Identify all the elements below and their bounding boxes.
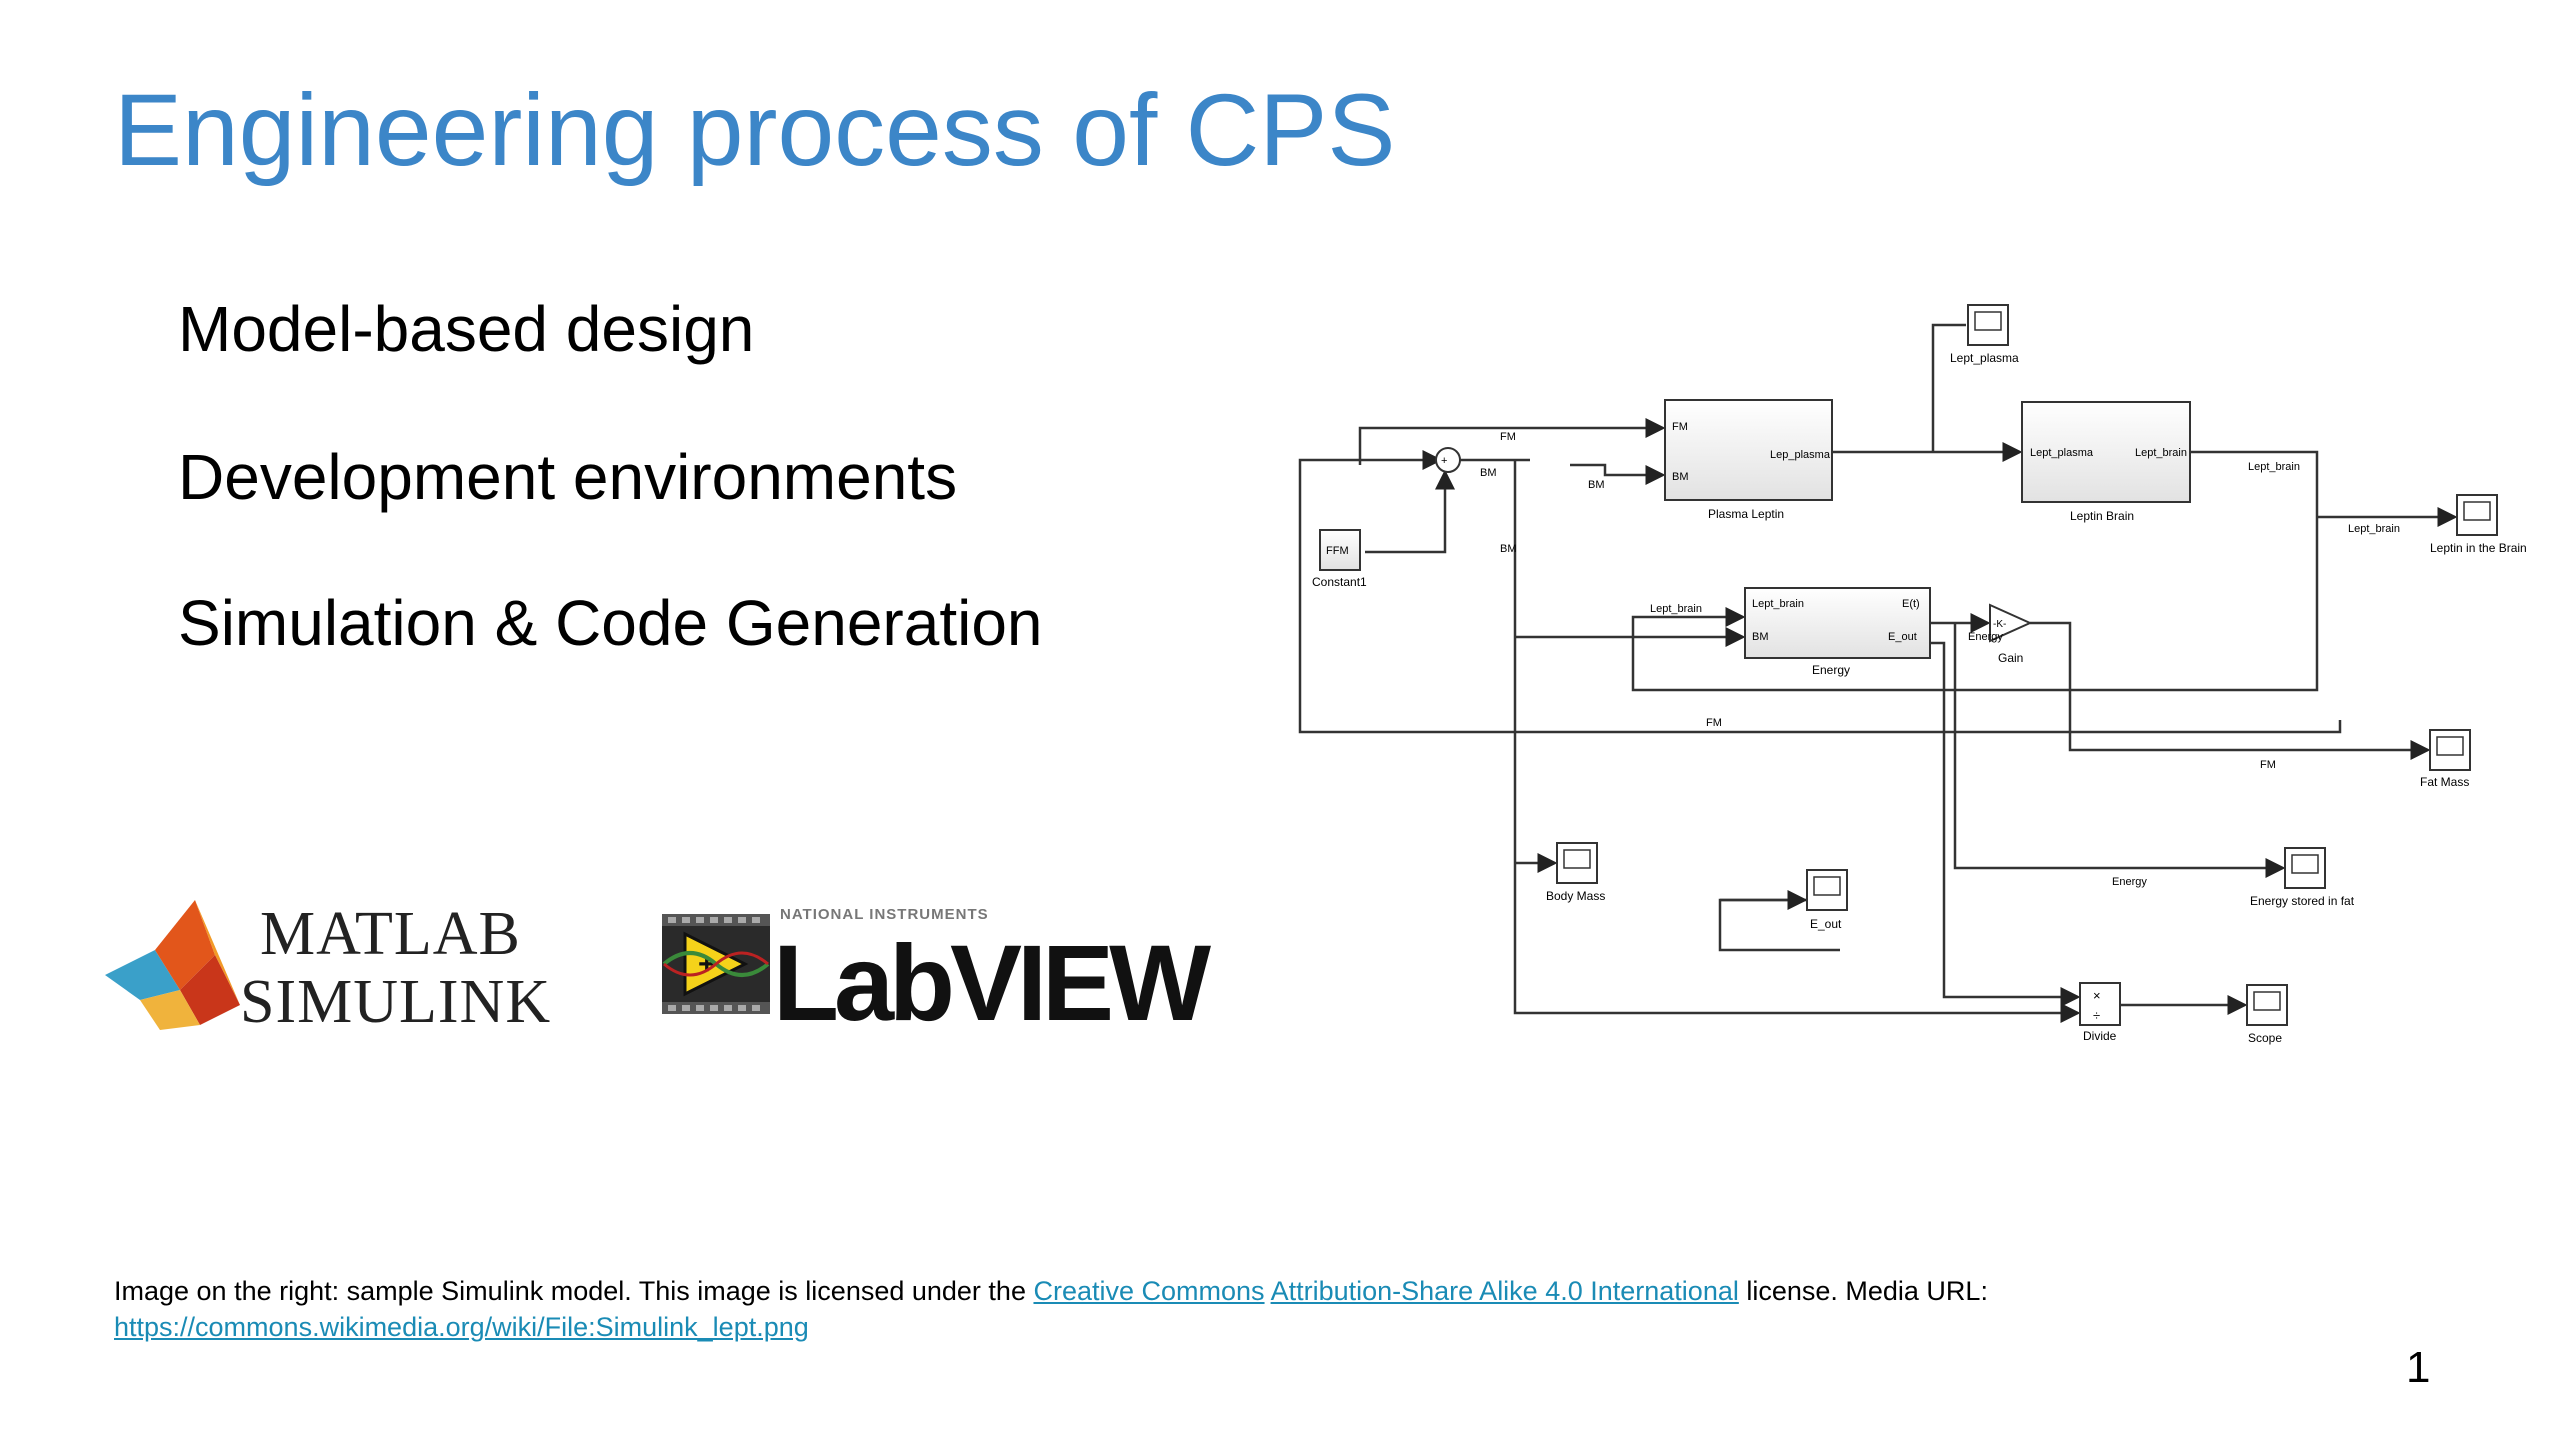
signal-fm-top (1358, 418, 1666, 465)
bullet-model-based-design: Model-based design (178, 293, 755, 365)
signal-label-bm: BM (1480, 467, 1497, 479)
scope-leptin-brain-label: Leptin in the Brain (2430, 541, 2527, 555)
port-e-out: E_out (1888, 631, 1917, 643)
svg-text:+: + (1441, 455, 1447, 467)
leptin-brain-block[interactable] (2021, 401, 2191, 503)
matlab-wordmark: MATLAB (260, 900, 521, 968)
scope-energy-fat-label: Energy stored in fat (2250, 894, 2355, 908)
signal-bm-trunk (1513, 460, 2081, 1023)
leptin-brain-label: Leptin Brain (2070, 509, 2134, 523)
signal-label-fm-2: FM (1706, 717, 1722, 729)
national-instruments-label: NATIONAL INSTRUMENTS (780, 906, 989, 923)
signal-label-energy: Energy (1968, 631, 2003, 643)
signal-label-bm-2: BM (1588, 479, 1605, 491)
plasma-leptin-block[interactable] (1664, 399, 1833, 501)
scope-label: Scope (2248, 1031, 2282, 1045)
signal-label-energy-2: Energy (2112, 876, 2147, 888)
energy-block[interactable] (1744, 587, 1931, 659)
port-fm: FM (1672, 421, 1688, 433)
scope-leptin-brain[interactable]: Leptin in the Brain (2430, 494, 2527, 555)
gain-block[interactable] (1989, 603, 2033, 643)
simulink-wordmark: SIMULINK (240, 968, 552, 1036)
slide-title: Engineering process of CPS (114, 73, 1396, 187)
scope-energy-fat[interactable]: Energy stored in fat (2250, 847, 2355, 908)
port-lep-plasma: Lep_plasma (1770, 449, 1831, 461)
signal-label-lept-brain: Lept_brain (1650, 603, 1702, 615)
page-number: 1 (2406, 1343, 2431, 1392)
signal-label-lept-brain-2: Lept_brain (2248, 461, 2300, 473)
link-media-url[interactable]: https://commons.wikimedia.org/wiki/File:… (114, 1312, 809, 1342)
labview-icon: + (662, 914, 770, 1014)
signal-energy-fat (1953, 623, 2286, 878)
scope-e-out-label: E_out (1810, 917, 1842, 931)
simulink-model-diagram: + FFM Constant1 FM BM Lep_plasma Plasma … (1298, 304, 2527, 1045)
plasma-leptin-label: Plasma Leptin (1708, 507, 1784, 521)
signal-fm-loop (1298, 450, 2342, 734)
matlab-membrane-icon (105, 900, 240, 1030)
scope-output[interactable]: Scope (2246, 984, 2288, 1045)
labview-logo: + NATIONAL INSTRUMENTS LabVIEW (655, 900, 1211, 1043)
svg-text:×: × (2093, 988, 2101, 1003)
signal-bm-plasma (1570, 463, 1666, 485)
gain-label: Gain (1998, 651, 2023, 665)
constant-label: Constant1 (1312, 575, 1367, 589)
scope-lept-plasma-label: Lept_plasma (1950, 351, 2019, 365)
scope-e-out[interactable]: E_out (1806, 869, 1848, 931)
constant-value: FFM (1326, 545, 1349, 557)
labview-wordmark: LabVIEW (773, 922, 1211, 1043)
link-creative-commons[interactable]: Creative Commons (1033, 1276, 1265, 1306)
port-e-t: E(t) (1902, 598, 1920, 610)
port-lept-plasma: Lept_plasma (2030, 447, 2094, 459)
scope-lept-plasma[interactable]: Lept_plasma (1950, 304, 2019, 365)
sum-block[interactable] (1435, 447, 1461, 473)
signal-lept-plasma-scope (1931, 323, 1966, 452)
constant-block[interactable] (1319, 529, 1361, 571)
scope-fat-mass-label: Fat Mass (2420, 775, 2469, 789)
signal-lept-brain-loop (1631, 450, 2319, 692)
port-lept-brain: Lept_brain (2135, 447, 2187, 459)
divide-label: Divide (2083, 1029, 2117, 1043)
divide-block[interactable] (2079, 982, 2121, 1026)
signal-label-fm: FM (1500, 431, 1516, 443)
signal-e-out-divide (1930, 641, 2081, 1007)
image-credit: Image on the right: sample Simulink mode… (114, 1273, 2414, 1345)
signal-label-lept-brain-3: Lept_brain (2348, 523, 2400, 535)
signal-fm-scope (2030, 621, 2431, 760)
svg-text:÷: ÷ (2093, 1008, 2100, 1023)
port-bm: BM (1672, 471, 1689, 483)
energy-label: Energy (1812, 663, 1850, 677)
scope-body-mass[interactable]: Body Mass (1546, 842, 1605, 903)
scope-fat-mass[interactable]: Fat Mass (2420, 729, 2471, 789)
credit-text: Image on the right: sample Simulink mode… (114, 1276, 1034, 1306)
signal-label-fm-3: FM (2260, 759, 2276, 771)
scope-body-mass-label: Body Mass (1546, 889, 1605, 903)
matlab-simulink-logo: MATLAB SIMULINK (100, 895, 550, 1045)
port-bm-in: BM (1752, 631, 1769, 643)
port-lept-brain-in: Lept_brain (1752, 598, 1804, 610)
bullet-development-environments: Development environments (178, 441, 958, 513)
bullet-simulation-code-generation: Simulation & Code Generation (178, 587, 1043, 659)
link-license[interactable]: Attribution-Share Alike 4.0 Internationa… (1270, 1276, 1739, 1306)
signal-constant (1365, 469, 1455, 554)
svg-text:-K-: -K- (1993, 619, 2006, 630)
credit-text-after: license. Media URL: (1738, 1276, 1988, 1306)
signal-label-bm-3: BM (1500, 543, 1517, 555)
